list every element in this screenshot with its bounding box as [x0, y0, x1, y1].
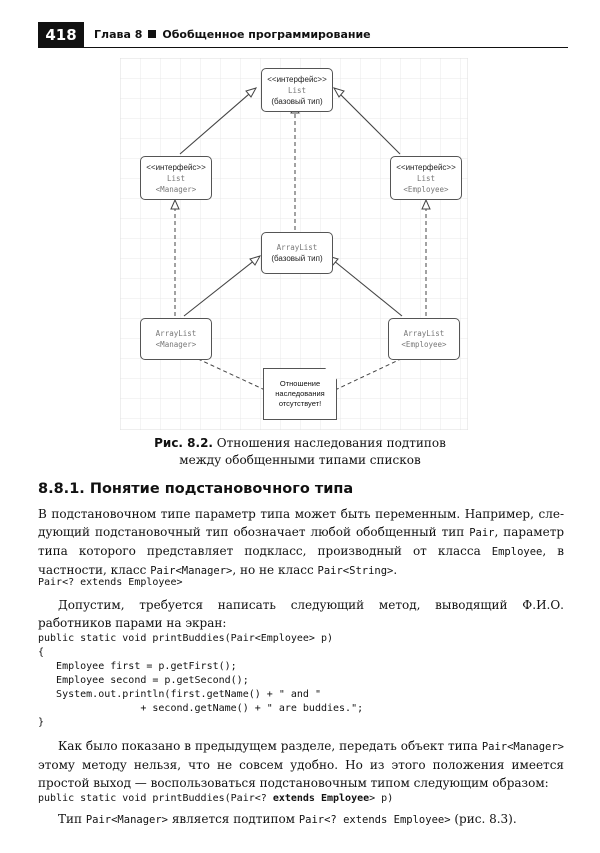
edge-blleft-to-center — [183, 255, 261, 317]
note-line: отсутствует! — [278, 399, 322, 408]
paragraph-3: Как было показано в предыдущем разделе, … — [38, 739, 564, 790]
caption-line2: между обобщенными типами списков — [179, 453, 421, 467]
paragraph-4: Тип Pair<Manager> является подтипом Pair… — [58, 812, 517, 826]
code-wildcard-type: Pair<? extends Employee> — [38, 577, 183, 588]
node-arraylist-employee: ArrayList <Employee> — [388, 318, 460, 360]
paragraph-2: Допустим, требуется написать следующий м… — [38, 598, 564, 630]
type-name: List — [166, 173, 186, 183]
type-name: ArrayList — [276, 243, 318, 252]
note-line: Отношение — [279, 379, 321, 388]
type-name: ArrayList — [403, 329, 445, 338]
type-param: <Employee> — [401, 340, 447, 349]
paragraph-1: В подстановочном типе параметр типа може… — [38, 507, 565, 577]
node-list-employee: <<интерфейс>> List <Employee> — [390, 156, 462, 200]
caption-label: Рис. 8.2. — [154, 436, 213, 450]
figure-8-2: <<интерфейс>> List (базовый тип) <<интер… — [120, 58, 468, 430]
type-param: <Manager> — [155, 184, 197, 194]
edge-left-to-top — [179, 87, 257, 155]
page-number: 418 — [38, 22, 84, 48]
header-rule — [84, 47, 568, 48]
edge-blright-to-center — [327, 255, 403, 317]
type-param: <Manager> — [155, 340, 197, 349]
chapter-title: Обобщенное программирование — [162, 28, 371, 41]
code-print-buddies: public static void printBuddies(Pair<Emp… — [38, 633, 364, 728]
arrowhead-right-dashed — [421, 198, 431, 210]
type-name: ArrayList — [155, 329, 197, 338]
header-title: Глава 8 Обобщенное программирование — [94, 22, 371, 48]
caption-line1: Отношения наследования подтипов — [212, 436, 446, 450]
arrowhead-top-right — [332, 87, 345, 98]
type-note: (базовый тип) — [271, 254, 323, 263]
node-arraylist-base: ArrayList (базовый тип) — [261, 232, 333, 274]
arrowhead-center-left — [249, 255, 262, 266]
edge-right-to-top — [333, 87, 401, 155]
square-bullet-icon — [148, 30, 157, 38]
arrowhead-top-left — [245, 87, 258, 98]
edge-note-to-blleft — [195, 357, 266, 391]
code-print-buddies-wildcard: public static void printBuddies(Pair<? e… — [38, 793, 394, 804]
no-inheritance-note: Отношение наследования отсутствует! — [263, 368, 337, 420]
node-list-base: <<интерфейс>> List (базовый тип) — [261, 68, 333, 112]
stereotype-label: <<интерфейс>> — [146, 162, 206, 172]
type-note: (базовый тип) — [271, 96, 323, 106]
node-arraylist-manager: ArrayList <Manager> — [140, 318, 212, 360]
figure-caption: Рис. 8.2. Отношения наследования подтипо… — [60, 435, 540, 469]
type-name: List — [416, 173, 436, 183]
note-line: наследования — [275, 389, 325, 398]
stereotype-label: <<интерфейс>> — [396, 162, 456, 172]
section-heading: 8.8.1. Понятие подстановочного типа — [38, 481, 354, 497]
stereotype-label: <<интерфейс>> — [267, 74, 327, 84]
running-header: 418 Глава 8 Обобщенное программирование — [38, 22, 568, 48]
type-param: <Employee> — [403, 184, 449, 194]
type-name: List — [287, 85, 307, 95]
arrowhead-left-dashed — [170, 198, 180, 210]
chapter-label: Глава 8 — [94, 28, 143, 41]
node-list-manager: <<интерфейс>> List <Manager> — [140, 156, 212, 200]
edge-note-to-blright — [334, 357, 404, 391]
